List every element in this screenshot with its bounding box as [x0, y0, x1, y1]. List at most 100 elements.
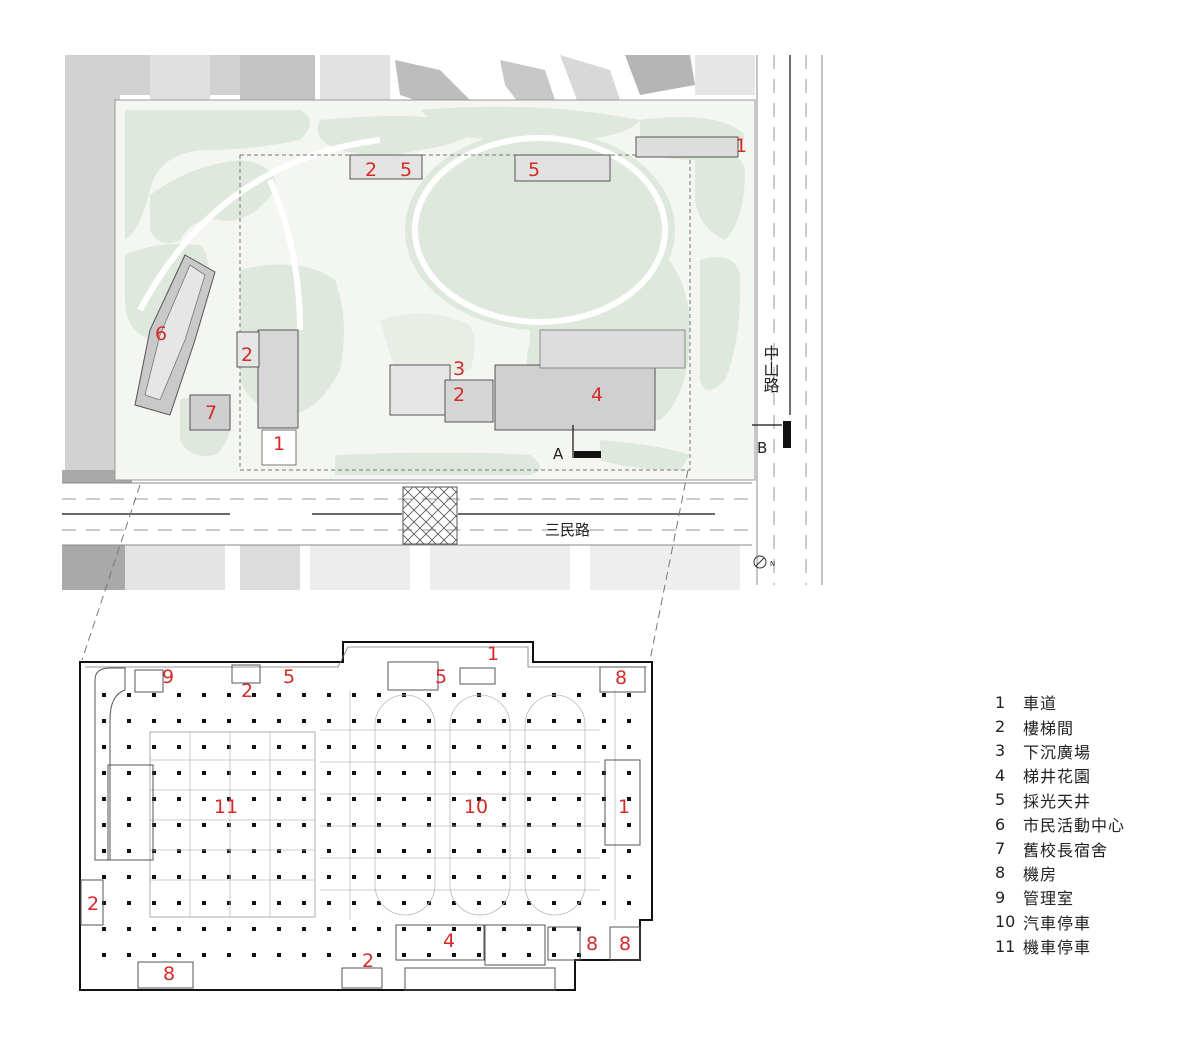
basement-marker: 2	[241, 680, 253, 702]
structural-column	[302, 693, 306, 697]
structural-column	[577, 875, 581, 879]
structural-column	[527, 953, 531, 957]
structural-column	[452, 953, 456, 957]
structural-column	[352, 771, 356, 775]
structural-column	[127, 953, 131, 957]
motorcycle-parking	[149, 731, 316, 918]
structural-column	[202, 927, 206, 931]
structural-column	[352, 719, 356, 723]
structural-column	[277, 849, 281, 853]
structural-column	[252, 719, 256, 723]
structural-column	[477, 771, 481, 775]
structural-column	[327, 745, 331, 749]
structural-column	[602, 875, 606, 879]
structural-column	[377, 901, 381, 905]
structural-column	[327, 927, 331, 931]
structural-column	[227, 745, 231, 749]
structural-column	[627, 797, 631, 801]
structural-column	[177, 797, 181, 801]
basement-marker: 5	[283, 666, 295, 688]
structural-column	[227, 927, 231, 931]
structural-column	[202, 875, 206, 879]
structural-column	[352, 849, 356, 853]
site-marker: 1	[273, 433, 285, 455]
structural-column	[127, 719, 131, 723]
structural-column	[227, 901, 231, 905]
structural-column	[402, 953, 406, 957]
structural-column	[402, 901, 406, 905]
structural-column	[377, 823, 381, 827]
structural-column	[252, 693, 256, 697]
structural-column	[527, 823, 531, 827]
structural-column	[552, 797, 556, 801]
structural-column	[302, 901, 306, 905]
structural-column	[602, 719, 606, 723]
structural-column	[552, 745, 556, 749]
structural-column	[402, 823, 406, 827]
structural-column	[552, 849, 556, 853]
structural-column	[377, 953, 381, 957]
structural-column	[452, 693, 456, 697]
structural-column	[427, 719, 431, 723]
structural-column	[327, 875, 331, 879]
structural-column	[352, 875, 356, 879]
structural-column	[177, 693, 181, 697]
site-marker: 6	[155, 323, 167, 345]
structural-column	[277, 797, 281, 801]
structural-column	[402, 927, 406, 931]
structural-column	[177, 823, 181, 827]
structural-column	[477, 849, 481, 853]
structural-column	[477, 797, 481, 801]
structural-column	[152, 693, 156, 697]
structural-column	[302, 797, 306, 801]
basement-marker: 1	[618, 796, 630, 818]
structural-column	[102, 901, 106, 905]
structural-column	[602, 771, 606, 775]
structural-column	[152, 927, 156, 931]
site-marker: 4	[591, 384, 603, 406]
structural-column	[477, 719, 481, 723]
structural-column	[127, 901, 131, 905]
structural-column	[327, 901, 331, 905]
structural-column	[202, 693, 206, 697]
structural-column	[102, 953, 106, 957]
structural-column	[527, 901, 531, 905]
structural-column	[202, 719, 206, 723]
structural-column	[627, 745, 631, 749]
structural-column	[227, 823, 231, 827]
structural-column	[502, 693, 506, 697]
structural-column	[177, 745, 181, 749]
structural-column	[327, 823, 331, 827]
structural-column	[327, 719, 331, 723]
structural-column	[152, 797, 156, 801]
structural-column	[127, 927, 131, 931]
legend-number: 9	[995, 887, 1006, 907]
structural-column	[577, 849, 581, 853]
structural-column	[602, 901, 606, 905]
structural-column	[527, 875, 531, 879]
structural-column	[352, 927, 356, 931]
basement-marker: 8	[615, 667, 627, 689]
structural-column	[202, 745, 206, 749]
basement-marker: 9	[162, 666, 174, 688]
structural-column	[202, 797, 206, 801]
structural-column	[452, 719, 456, 723]
structural-column	[402, 771, 406, 775]
structural-column	[352, 797, 356, 801]
structural-column	[552, 927, 556, 931]
structural-column	[152, 719, 156, 723]
structural-column	[552, 875, 556, 879]
structural-column	[252, 849, 256, 853]
structural-column	[302, 849, 306, 853]
structural-column	[527, 927, 531, 931]
structural-column	[302, 927, 306, 931]
